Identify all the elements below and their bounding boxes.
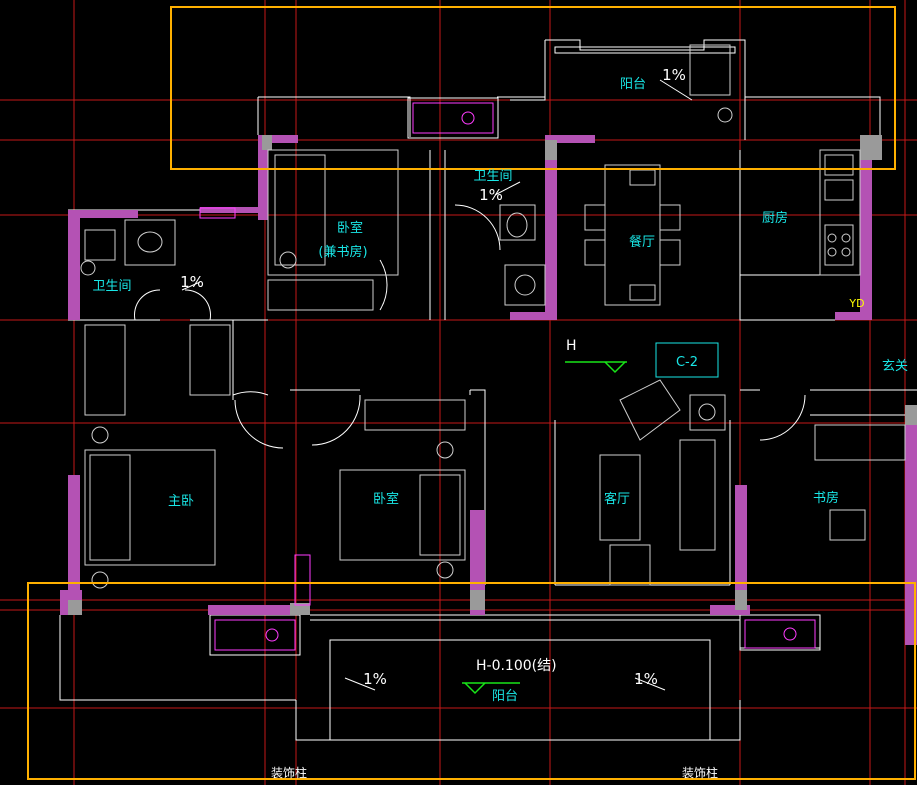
slope-label-bathroom-top: 1% (479, 186, 503, 204)
room-label-bedroom-study: 卧室 (337, 220, 363, 236)
slope-label-balcony-top: 1% (662, 66, 686, 84)
outline-lines (59, 39, 917, 741)
room-label-dining: 餐厅 (629, 234, 655, 250)
door-swings (134, 204, 806, 449)
section-tag: C-2 (676, 355, 698, 370)
deco-column-label-right: 装饰柱 (682, 765, 718, 780)
room-label-balcony-bottom: 阳台 (492, 689, 518, 704)
highlight-boxes (27, 6, 916, 780)
room-label-bathroom-top: 卫生间 (473, 169, 512, 184)
deco-column-label-left: 装饰柱 (271, 765, 307, 780)
room-label-bedroom: 卧室 (373, 491, 399, 507)
slope-label-balcony-left: 1% (363, 670, 387, 688)
elevation-label-bottom: H-0.100(结) (476, 658, 557, 674)
furniture (80, 44, 906, 589)
room-label-bathroom-left: 卫生间 (92, 279, 131, 294)
room-label-kitchen: 厨房 (762, 210, 788, 226)
room-label-master-bedroom: 主卧 (168, 494, 194, 509)
walls (60, 135, 917, 645)
room-label-study: 书房 (813, 490, 839, 506)
room-label-bedroom-study-note: (兼书房) (318, 244, 367, 260)
highlight-bottom (27, 582, 916, 780)
slope-arrows (181, 79, 693, 691)
elevation-markers (462, 361, 627, 695)
slope-label-balcony-right: 1% (634, 670, 658, 688)
room-label-living-room: 客厅 (604, 491, 630, 507)
fixture-marks (199, 102, 816, 651)
elevation-label-h: H (566, 338, 577, 354)
room-label-foyer: 玄关 (882, 359, 908, 374)
slope-label-bathroom-left: 1% (180, 273, 204, 291)
columns (68, 135, 917, 615)
section-tag-box (655, 342, 719, 378)
yd-label: YD (848, 297, 864, 310)
room-label-balcony-top: 阳台 (620, 77, 646, 92)
highlight-top (170, 6, 896, 170)
